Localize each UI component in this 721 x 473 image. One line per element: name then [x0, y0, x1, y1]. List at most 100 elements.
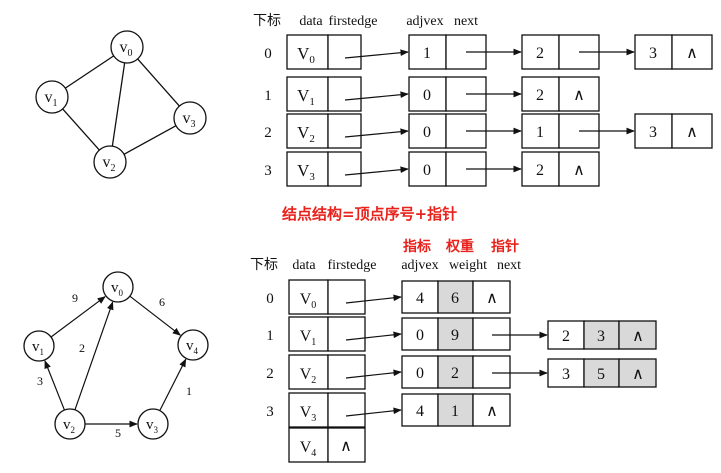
vertex-name: V2 [300, 366, 317, 386]
firstedge-cell [327, 354, 366, 390]
graph-directed-edge [129, 295, 182, 336]
firstedge-pointer [344, 166, 409, 176]
graph-vertex [173, 101, 207, 135]
annotation-weight: 权重 [445, 238, 474, 255]
header-next: next [454, 14, 478, 29]
adjvex-cell [634, 34, 673, 70]
adjvex-cell [401, 280, 439, 314]
graph-vertex [110, 30, 144, 64]
header-index: 下标 [250, 257, 278, 273]
bottom-annotations: 指标 权重 指针 [403, 238, 519, 255]
adjvex-cell [521, 76, 560, 112]
edge-weight: 2 [79, 341, 85, 355]
graph-vertex [23, 330, 55, 362]
weight-cell [437, 280, 474, 314]
weight-value: 5 [597, 366, 605, 383]
header-adjvex: adjvex [406, 14, 443, 29]
graph-edge [123, 125, 177, 155]
adjvex-value: 2 [536, 87, 544, 104]
next-cell [472, 355, 511, 389]
adjvex-cell [521, 151, 560, 187]
vertex-label: v1 [32, 339, 44, 357]
next-cell [671, 113, 713, 149]
graph-directed-edge [159, 358, 187, 411]
annotation-pointer-b: 指针 [491, 238, 519, 255]
weight-value: 6 [451, 290, 459, 307]
null-symbol: ∧ [340, 438, 352, 455]
edge-weight: 6 [159, 295, 165, 309]
vertex-data-cell [288, 427, 329, 463]
vertex-name: V0 [300, 291, 317, 311]
firstedge-cell [327, 316, 366, 352]
vertex-label: v3 [146, 417, 159, 435]
row-index: 2 [264, 125, 272, 141]
adjvex-value: 0 [423, 124, 431, 141]
firstedge-cell [327, 427, 366, 463]
null-symbol: ∧ [686, 124, 698, 141]
vertex-label: v1 [45, 89, 58, 109]
adjvex-value: 0 [416, 327, 424, 344]
header-data: data [292, 258, 316, 273]
vertex-name: V1 [297, 86, 315, 108]
null-symbol: ∧ [486, 403, 498, 420]
vertex-label: v4 [186, 338, 199, 356]
graph-vertex [137, 408, 169, 440]
row-index: 1 [264, 88, 272, 104]
caption: 结点结构=顶点序号+指针 [282, 205, 457, 223]
adjvex-value: 3 [649, 45, 657, 62]
vertex-data-cell [288, 392, 329, 428]
annotation-pointer-a: 指标 [403, 238, 431, 255]
adjvex-cell [401, 317, 439, 351]
header-firstedge: firstedge [328, 258, 377, 273]
adjvex-cell [401, 355, 439, 389]
row-index: 0 [264, 46, 272, 62]
vertex-label: v2 [103, 154, 116, 174]
adjvex-value: 3 [649, 124, 657, 141]
null-symbol: ∧ [686, 45, 698, 62]
row-index: 2 [266, 366, 274, 382]
row-index: 3 [264, 163, 272, 179]
vertex-data-cell [288, 354, 329, 390]
next-cell [671, 34, 713, 70]
firstedge-pointer [344, 91, 409, 101]
graph-edge [137, 58, 180, 107]
edge-weight: 3 [37, 374, 43, 388]
header-firstedge: firstedge [329, 14, 378, 29]
vertex-name: V3 [297, 161, 315, 183]
graph-directed-edge [50, 296, 106, 338]
edge-weight: 1 [186, 384, 192, 398]
vertex-name: V1 [300, 328, 317, 348]
firstedge-cell [327, 279, 366, 315]
row-index: 3 [266, 404, 274, 420]
firstedge-cell [327, 76, 362, 112]
weight-value: 9 [451, 327, 459, 344]
firstedge-cell [327, 113, 362, 149]
next-cell [618, 320, 657, 350]
null-symbol: ∧ [573, 87, 585, 104]
null-symbol: ∧ [632, 366, 644, 383]
null-symbol: ∧ [632, 328, 644, 345]
header-next: next [497, 258, 521, 273]
next-cell [472, 317, 511, 351]
header-adjvex: adjvex [401, 258, 438, 273]
adjvex-cell [408, 151, 447, 187]
firstedge-cell [327, 34, 362, 70]
vertex-label: v2 [63, 417, 75, 435]
adjvex-value: 2 [562, 328, 570, 345]
adjvex-cell [634, 113, 673, 149]
adjvex-cell [408, 76, 447, 112]
graph-edge [111, 62, 126, 147]
vertex-name: V0 [297, 44, 315, 66]
firstedge-pointer [345, 407, 402, 417]
graph-vertex [177, 329, 209, 361]
adjvex-value: 0 [423, 87, 431, 104]
adjvex-value: 2 [536, 45, 544, 62]
adjvex-cell [521, 113, 560, 149]
adjvex-value: 3 [562, 366, 570, 383]
null-symbol: ∧ [573, 162, 585, 179]
adjvex-value: 4 [416, 290, 424, 307]
